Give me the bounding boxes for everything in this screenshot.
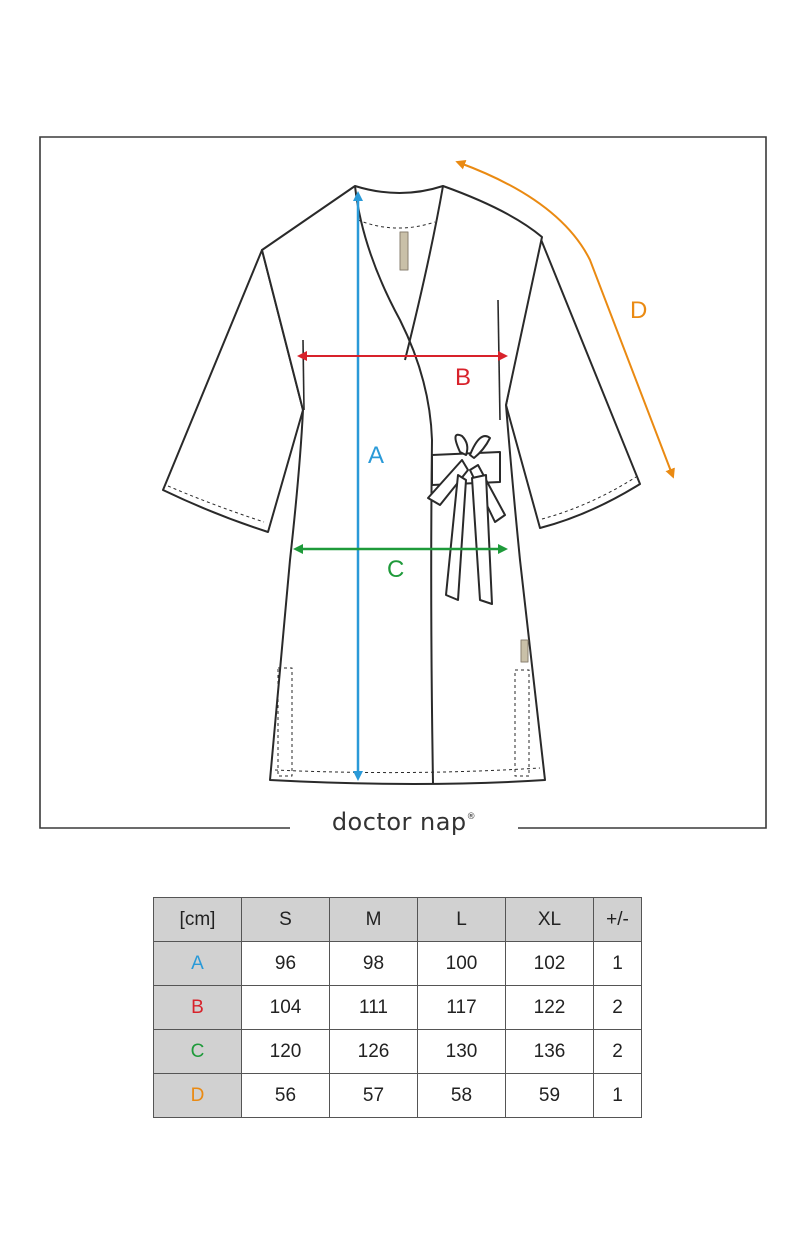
- row-label-A: A: [153, 941, 242, 986]
- size-header-xl: XL: [505, 897, 594, 942]
- size-header-l: L: [417, 897, 506, 942]
- table-cell: 57: [329, 1073, 418, 1118]
- table-cell: 120: [241, 1029, 330, 1074]
- label-C: C: [387, 556, 404, 583]
- table-cell: 102: [505, 941, 594, 986]
- table-cell: 117: [417, 985, 506, 1030]
- table-cell: 56: [241, 1073, 330, 1118]
- table-row: B 104 111 117 122 2: [153, 985, 642, 1030]
- tolerance-cell: 2: [593, 1029, 642, 1074]
- table-cell: 130: [417, 1029, 506, 1074]
- row-label-B: B: [153, 985, 242, 1030]
- table-cell: 58: [417, 1073, 506, 1118]
- tolerance-cell: 1: [593, 1073, 642, 1118]
- tolerance-header: +/-: [593, 897, 642, 942]
- size-header-m: M: [329, 897, 418, 942]
- table-cell: 104: [241, 985, 330, 1030]
- label-D: D: [630, 297, 647, 324]
- size-table: [cm] S M L XL +/- A 96 98 100 102 1 B 10…: [153, 897, 642, 1118]
- size-table-header: [cm] S M L XL +/-: [153, 897, 642, 942]
- frame-border: [39, 136, 767, 829]
- table-cell: 100: [417, 941, 506, 986]
- table-cell: 96: [241, 941, 330, 986]
- registered-mark: ®: [466, 812, 477, 822]
- tolerance-cell: 2: [593, 985, 642, 1030]
- row-label-D: D: [153, 1073, 242, 1118]
- table-cell: 59: [505, 1073, 594, 1118]
- unit-header: [cm]: [153, 897, 242, 942]
- label-A: A: [368, 442, 384, 469]
- table-cell: 122: [505, 985, 594, 1030]
- tolerance-cell: 1: [593, 941, 642, 986]
- measure-D-line: [455, 160, 675, 479]
- label-B: B: [455, 364, 471, 391]
- brand-name: doctor nap: [331, 808, 467, 836]
- row-label-C: C: [153, 1029, 242, 1074]
- table-row: C 120 126 130 136 2: [153, 1029, 642, 1074]
- robe-illustration: [162, 185, 641, 785]
- table-cell: 111: [329, 985, 418, 1030]
- size-header-s: S: [241, 897, 330, 942]
- table-row: D 56 57 58 59 1: [153, 1073, 642, 1118]
- table-cell: 98: [329, 941, 418, 986]
- table-cell: 126: [329, 1029, 418, 1074]
- table-cell: 136: [505, 1029, 594, 1074]
- brand-logo: doctor nap®: [290, 808, 518, 836]
- table-row: A 96 98 100 102 1: [153, 941, 642, 986]
